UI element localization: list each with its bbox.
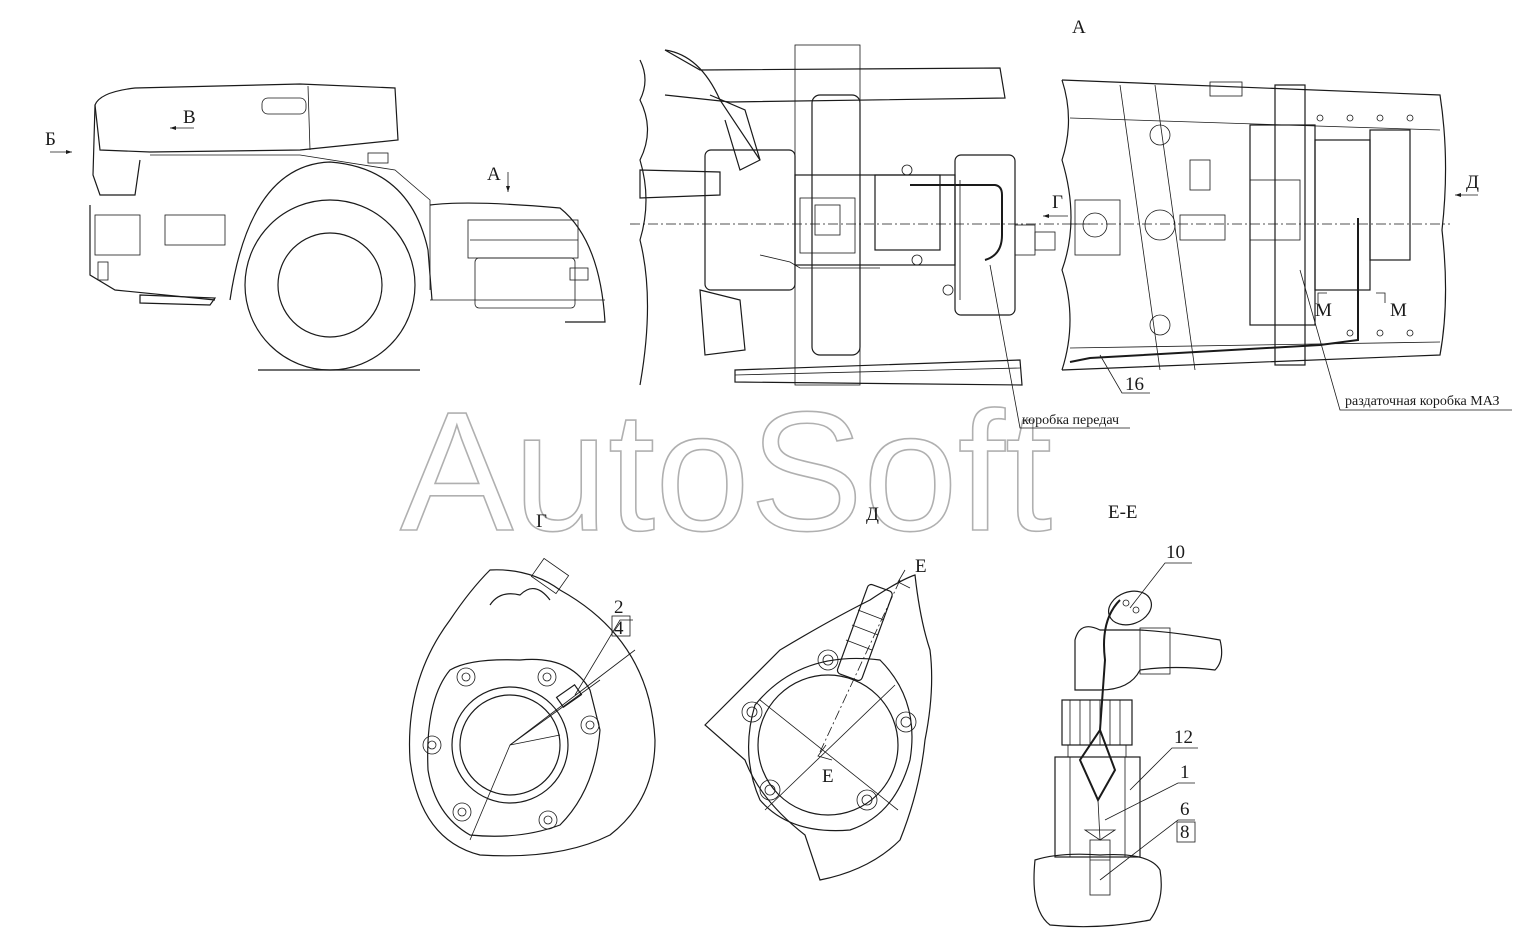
callout-6: 6	[1180, 799, 1190, 820]
arrow-d-label: Д	[1466, 172, 1479, 193]
arrow-g-label: Г	[1052, 192, 1063, 213]
section-m-left: М	[1315, 300, 1332, 321]
callout-1: 1	[1180, 762, 1190, 783]
note-transfer: раздаточная коробка МАЗ	[1345, 394, 1499, 409]
side-view: Б В А	[45, 83, 606, 371]
watermark: AutoSoft	[400, 377, 1052, 567]
callout-10: 10	[1166, 542, 1185, 563]
label-a-side: А	[487, 164, 501, 185]
note-gearbox: коробка передач	[1022, 413, 1119, 428]
section-ee-title: Е-Е	[1108, 502, 1138, 523]
top-view-transfer: М М Д 16 раздаточная коробка МАЗ	[1061, 79, 1512, 411]
section-e-top: Е	[915, 556, 927, 577]
top-view-gearbox: А Г коробка	[630, 17, 1130, 429]
top-view-title: А	[1072, 17, 1086, 38]
section-e-bottom: Е	[822, 766, 834, 787]
callout-2: 2	[614, 597, 624, 618]
detail-d-title: Д	[866, 504, 879, 525]
detail-g: Г 2 4	[408, 511, 656, 857]
detail-d: Д Е Е	[704, 504, 933, 881]
callout-4: 4	[614, 618, 624, 639]
callout-8: 8	[1180, 822, 1190, 843]
label-v: В	[183, 107, 196, 128]
callout-16: 16	[1125, 374, 1144, 395]
label-b: Б	[45, 129, 56, 150]
callout-12: 12	[1174, 727, 1193, 748]
section-ee: Е-Е 10 12 1 6 8	[1033, 502, 1223, 928]
section-m-right: М	[1390, 300, 1407, 321]
detail-g-title: Г	[536, 511, 547, 532]
